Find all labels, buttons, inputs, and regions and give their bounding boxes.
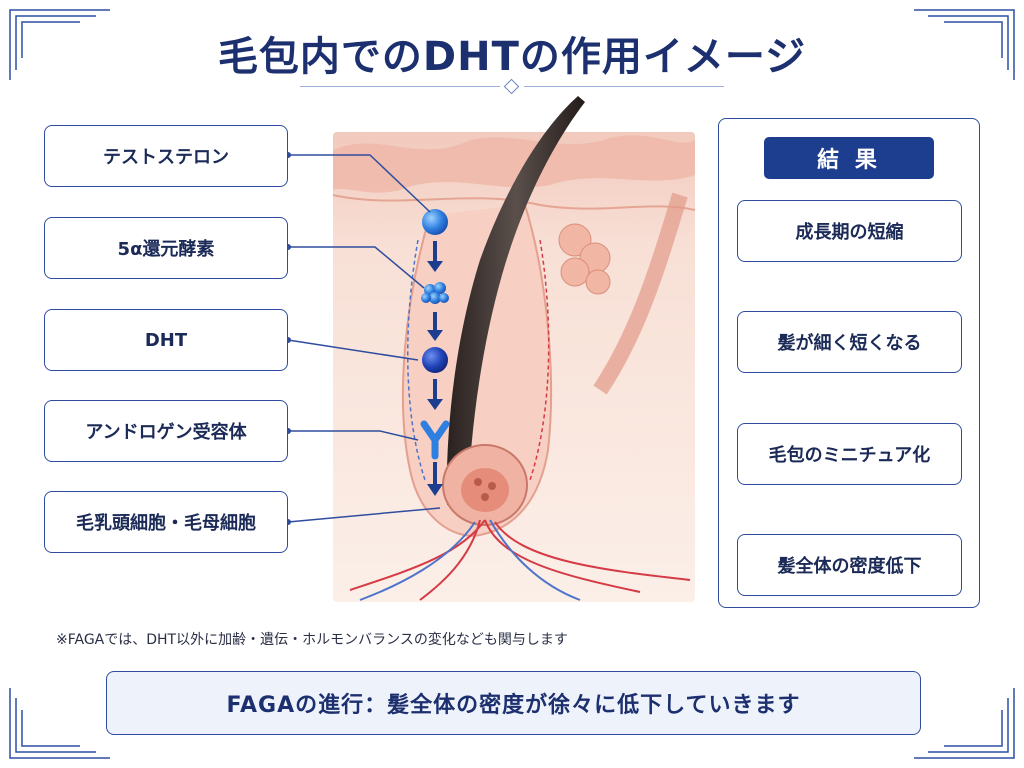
results-heading: 結 果	[764, 137, 934, 179]
label-testosterone: テストステロン	[44, 125, 288, 187]
corner-bottom-right	[914, 688, 1015, 759]
title-rule-right	[524, 86, 724, 87]
label-dht: DHT	[44, 309, 288, 371]
page-title: 毛包内でのDHTの作用イメージ	[217, 34, 807, 80]
blood-vessels	[349, 519, 691, 601]
corner-top-left	[9, 9, 110, 80]
dermal-papilla	[442, 444, 528, 526]
arrector-muscle	[593, 192, 688, 395]
label-papilla-matrix-cells: 毛乳頭細胞・毛母細胞	[44, 491, 288, 553]
sebaceous-gland	[558, 223, 611, 295]
corner-bottom-left	[9, 688, 110, 759]
enzyme-cluster-icon	[421, 282, 449, 304]
down-arrow-icon	[427, 312, 443, 341]
summary-banner: FAGAの進行：髪全体の密度が徐々に低下していきます	[106, 671, 921, 735]
label-5alpha-reductase: 5α還元酵素	[44, 217, 288, 279]
footnote: ※FAGAでは、DHT以外に加齢・遺伝・ホルモンバランスの変化なども関与します	[56, 632, 568, 648]
testosterone-sphere-icon	[422, 209, 448, 235]
connector-lines	[287, 154, 441, 523]
title-rule-left	[300, 86, 500, 87]
dht-sphere-icon	[422, 347, 448, 373]
result-step-thin-short-hair: 髪が細く短くなる	[737, 311, 962, 373]
down-arrow-icon	[427, 379, 443, 410]
result-step-miniaturization: 毛包のミニチュア化	[737, 423, 962, 485]
receptor-y-icon	[420, 420, 450, 460]
down-arrow-icon	[427, 241, 443, 272]
down-arrow-icon	[427, 462, 443, 496]
label-androgen-receptor: アンドロゲン受容体	[44, 400, 288, 462]
corner-top-right	[914, 9, 1015, 80]
result-step-density-decline: 髪全体の密度低下	[737, 534, 962, 596]
result-step-anagen-shortening: 成長期の短縮	[737, 200, 962, 262]
